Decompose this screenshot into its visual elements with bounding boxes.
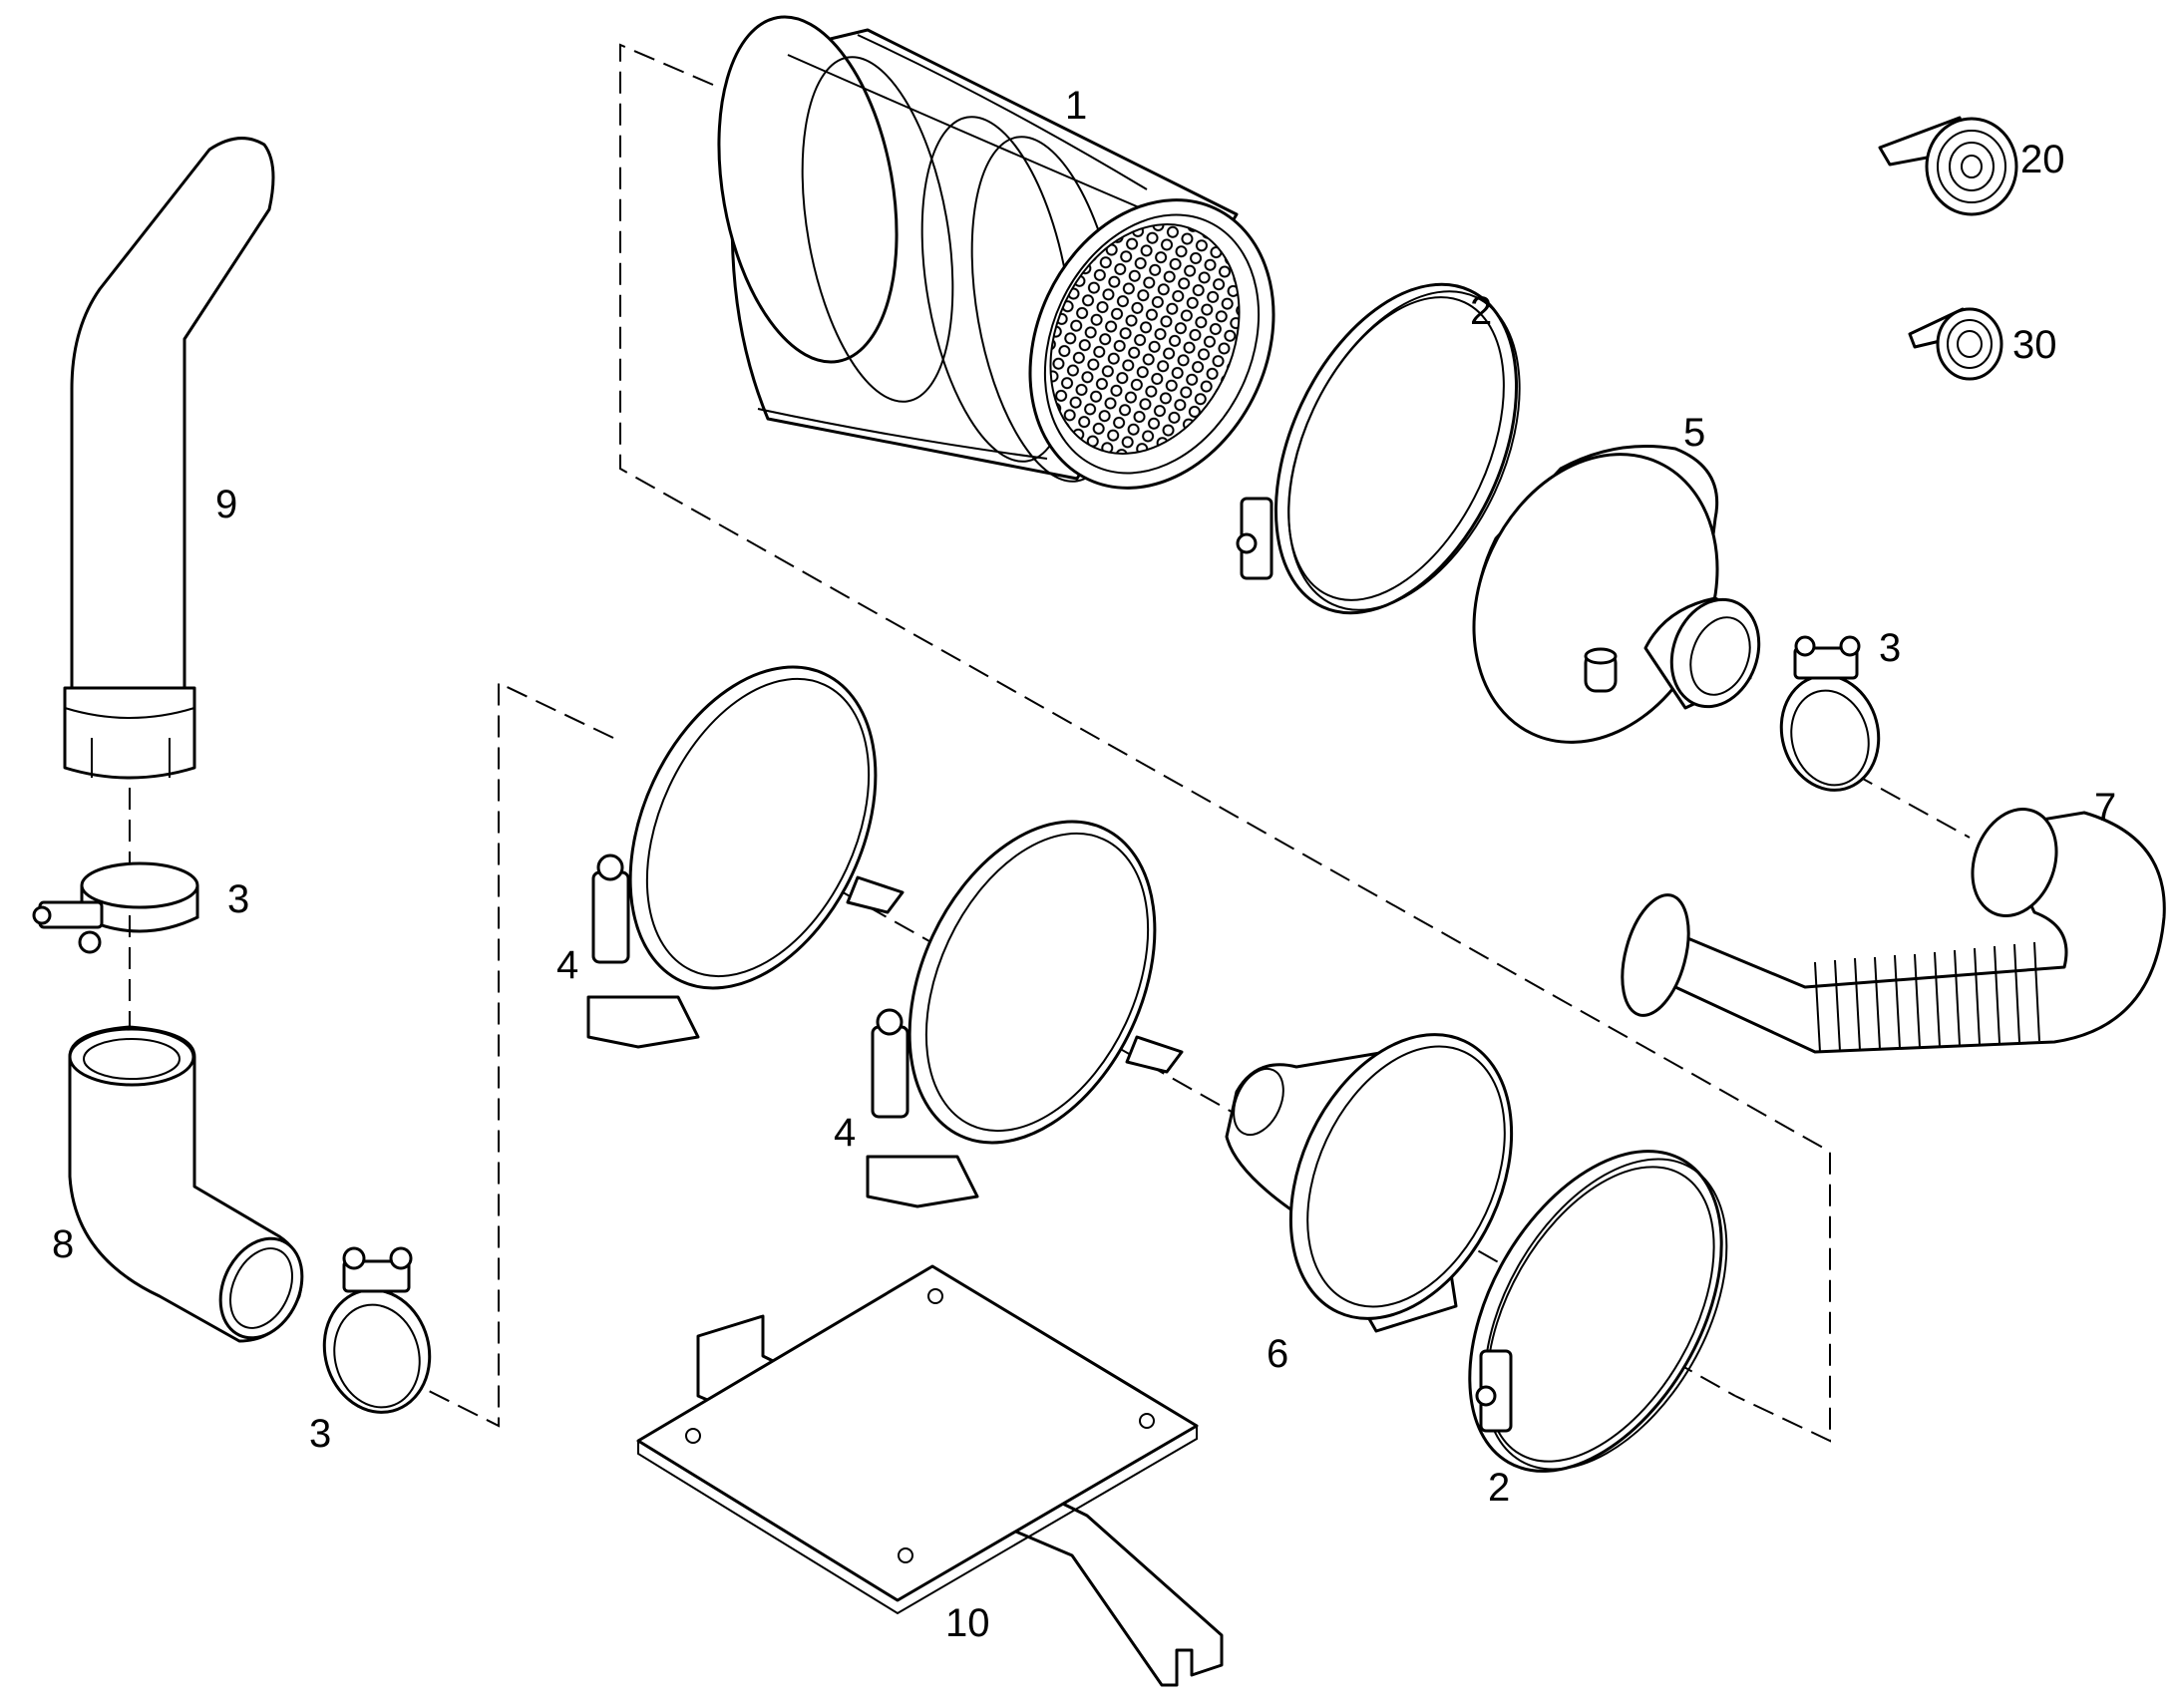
callout-10: 10 [945,1601,990,1645]
callout-2-lower: 2 [1488,1466,1511,1510]
callout-3-left-bottom: 3 [309,1412,332,1456]
callout-2-upper: 2 [1470,289,1493,333]
part-4-bracket-clamp-lower [866,820,1184,1208]
callout-8: 8 [52,1222,75,1266]
callout-7: 7 [2094,786,2117,830]
part-2-clamp-ring-upper [1236,282,1521,615]
part-9-exhaust-stack [63,137,275,780]
part-20-tape-roll [1878,116,2018,216]
callout-20: 20 [2020,138,2065,181]
callout-4-lower: 4 [834,1111,857,1155]
part-10-mounting-plate [636,1264,1224,1687]
part-3-clamp-right [1779,635,1881,792]
part-3-clamp-left-top [32,861,199,954]
callout-1: 1 [1065,84,1088,128]
part-7-flex-hose [1621,808,2166,1054]
callout-3-left-top: 3 [227,877,250,921]
callout-4-upper: 4 [556,943,579,987]
callout-9: 9 [215,483,238,526]
part-4-bracket-clamp-upper [586,665,905,1049]
part-6-funnel [1225,1033,1514,1333]
part-5-end-cap [1472,445,1761,744]
part-1-filter-cylinder [717,15,1275,490]
callout-3-right: 3 [1879,626,1902,670]
axis-line-hose [1824,757,1971,839]
part-30-tape-roll [1908,307,2003,381]
part-2-clamp-ring-lower [1468,1150,1728,1473]
callout-30: 30 [2012,323,2057,367]
callout-6: 6 [1267,1332,1289,1376]
assembly-frame-lower [418,681,614,1428]
part-8-elbow [68,1025,304,1343]
part-3-clamp-left-bottom [322,1246,432,1414]
callout-5: 5 [1683,411,1706,455]
assembly-frame-upper [619,43,1831,1443]
